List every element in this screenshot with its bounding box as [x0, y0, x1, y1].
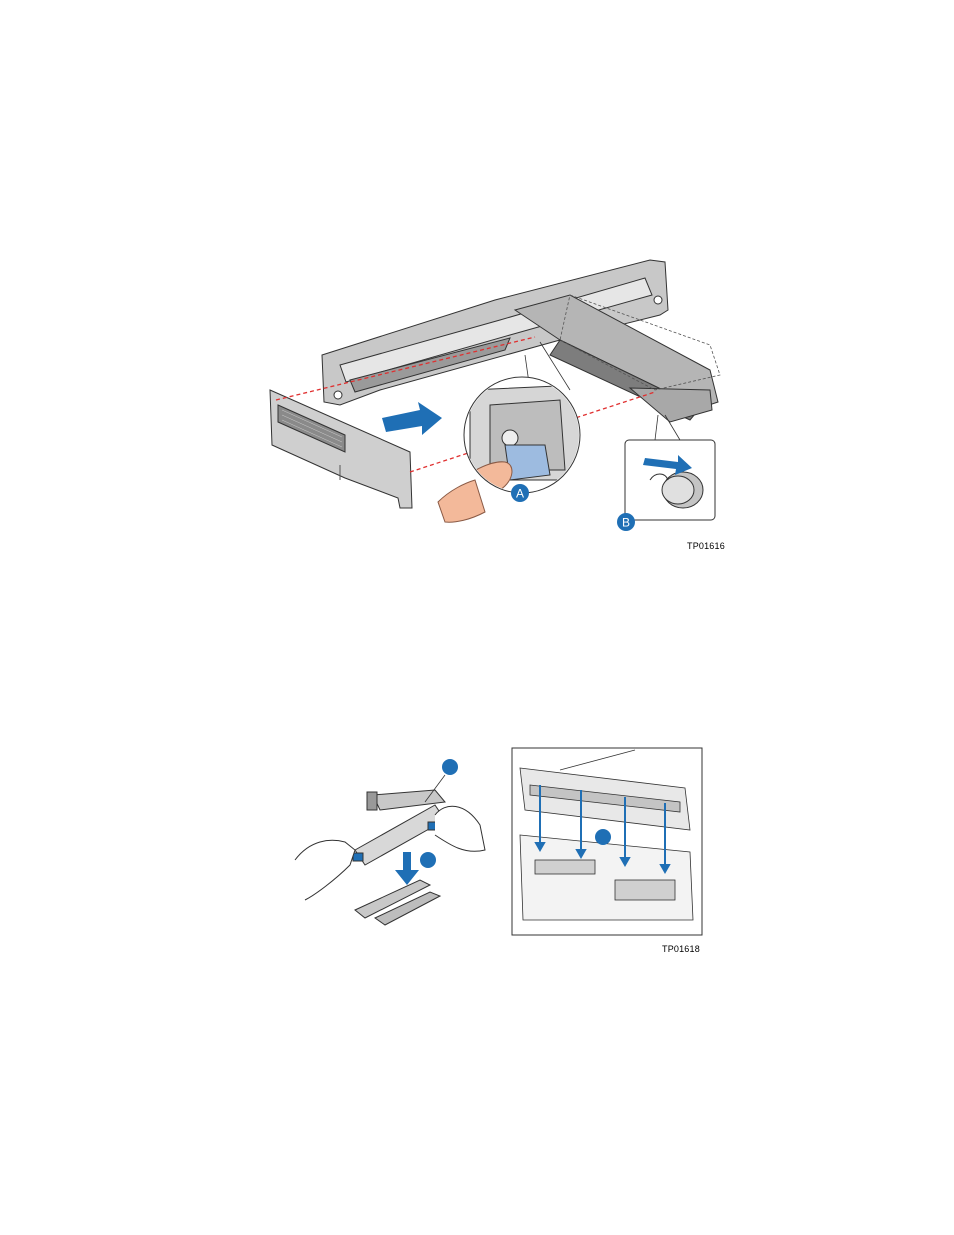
- callout-3: [595, 829, 611, 845]
- callout-b: B: [617, 513, 635, 531]
- detail-inset-b: B: [617, 415, 715, 531]
- riser-assembly-illustration: A B: [260, 240, 740, 560]
- right-hand: [435, 806, 485, 851]
- left-hand: [295, 840, 355, 900]
- riser-card: [270, 390, 412, 508]
- callout-a: A: [511, 484, 529, 502]
- svg-text:B: B: [622, 516, 630, 530]
- detail-inset-a: A: [438, 342, 585, 522]
- callout-2: [420, 852, 436, 868]
- riser-in-hands: [295, 790, 485, 925]
- insert-arrow-icon: [382, 402, 442, 435]
- figure-id-label: TP01618: [662, 944, 700, 954]
- figure-id-label: TP01616: [687, 541, 725, 551]
- riser-slot-illustration: [285, 740, 715, 960]
- riser-slot-install-figure: [285, 740, 715, 960]
- callout-1: [442, 759, 458, 775]
- svg-text:A: A: [516, 487, 524, 501]
- board-detail-box: [512, 748, 702, 935]
- riser-card-install-figure: A B: [260, 240, 740, 560]
- down-arrow-icon: [395, 852, 419, 885]
